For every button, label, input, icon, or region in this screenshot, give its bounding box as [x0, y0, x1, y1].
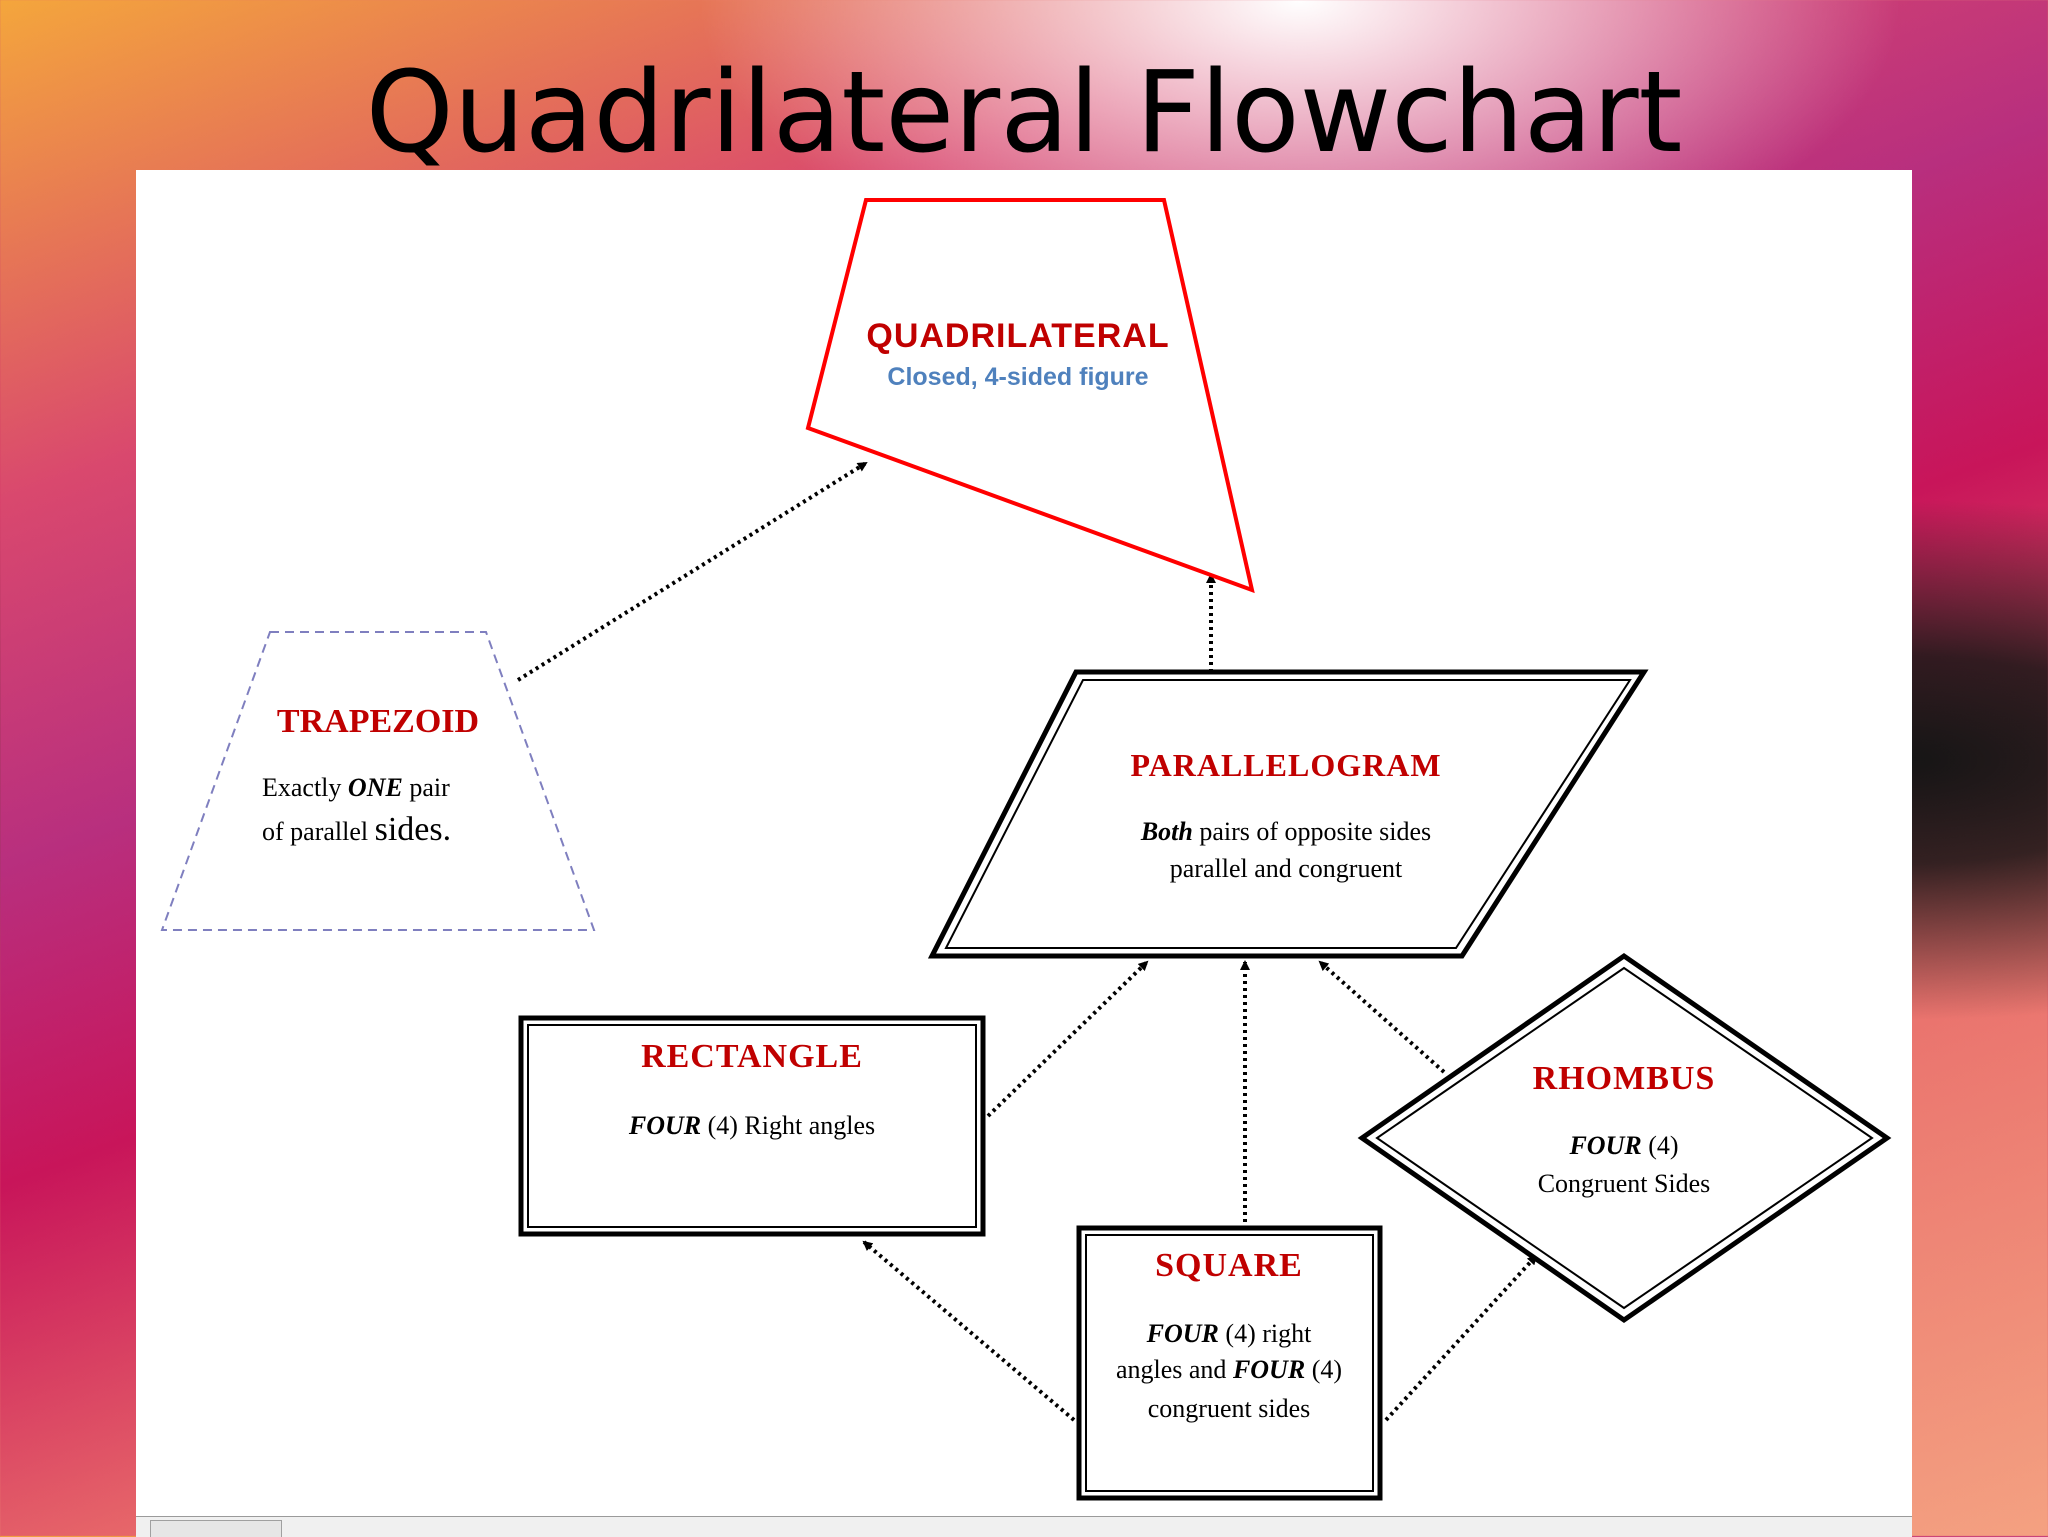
square-line-2: angles and FOUR (4)	[1116, 1355, 1342, 1384]
parallelogram-shape-outer	[927, 669, 1649, 959]
rhombus-shape-inner	[1375, 966, 1874, 1310]
parallelogram-shape-inner	[944, 679, 1632, 949]
parallelogram-title: PARALLELOGRAM	[1130, 747, 1441, 783]
node-square: SQUARE FOUR (4) right angles and FOUR (4…	[1076, 1225, 1383, 1501]
quadrilateral-title: QUADRILATERAL	[866, 317, 1169, 355]
sheet-scrollbar	[136, 1516, 1912, 1537]
edge-square-to-rhombus	[1384, 1254, 1538, 1422]
rhombus-shape-outer	[1357, 952, 1892, 1324]
trapezoid-title: TRAPEZOID	[277, 703, 479, 740]
parallelogram-line-2: parallel and congruent	[1170, 854, 1403, 883]
rhombus-line-1: FOUR (4)	[1568, 1131, 1678, 1160]
quadrilateral-subtitle: Closed, 4-sided figure	[887, 363, 1148, 391]
rhombus-line-2: Congruent Sides	[1538, 1169, 1711, 1198]
parallelogram-line-1: Both pairs of opposite sides	[1140, 817, 1431, 846]
node-trapezoid: TRAPEZOID Exactly ONE pair of parallel s…	[160, 631, 596, 931]
square-shape-inner	[1085, 1234, 1374, 1492]
rhombus-title: RHOMBUS	[1533, 1060, 1716, 1097]
node-rectangle: RECTANGLE FOUR (4) Right angles	[518, 1015, 986, 1237]
rectangle-title: RECTANGLE	[641, 1038, 863, 1075]
edge-rhombus-to-parallelogram	[1318, 960, 1446, 1074]
slide-title: Quadrilateral Flowchart	[365, 48, 1683, 178]
square-line-3: congruent sides	[1148, 1394, 1310, 1423]
trapezoid-line-2: of parallel sides.	[262, 811, 451, 848]
edge-square-to-rectangle	[862, 1240, 1076, 1422]
node-rhombus: RHOMBUS FOUR (4) Congruent Sides	[1357, 952, 1892, 1324]
node-quadrilateral: QUADRILATERAL Closed, 4-sided figure	[805, 198, 1255, 594]
square-title: SQUARE	[1155, 1247, 1303, 1284]
trapezoid-shape	[160, 631, 596, 931]
square-line-1: FOUR (4) right	[1146, 1319, 1312, 1348]
edge-trapezoid-to-quadrilateral	[516, 461, 868, 682]
rectangle-shape-inner	[527, 1024, 977, 1228]
node-parallelogram: PARALLELOGRAM Both pairs of opposite sid…	[927, 669, 1649, 959]
rectangle-line-1: FOUR (4) Right angles	[628, 1111, 875, 1140]
edge-rectangle-to-parallelogram	[986, 960, 1149, 1118]
sheet-tab	[150, 1520, 282, 1537]
rectangle-shape-outer	[518, 1015, 986, 1237]
quadrilateral-shape	[805, 198, 1255, 594]
trapezoid-line-1: Exactly ONE pair	[262, 773, 450, 802]
edges	[516, 461, 1538, 1422]
square-shape-outer	[1076, 1225, 1383, 1501]
